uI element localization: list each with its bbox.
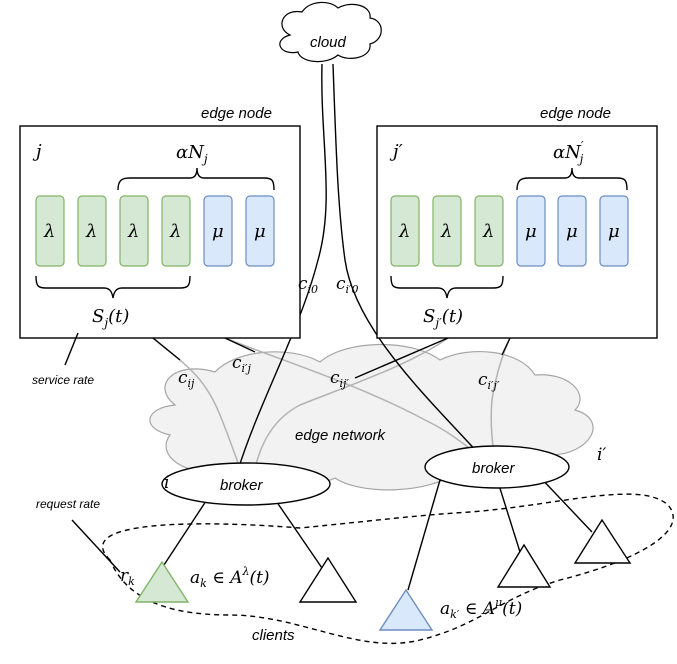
cloud-shape <box>279 1 382 63</box>
clients-region <box>101 493 674 644</box>
link-label-c-ij: cij <box>178 368 195 390</box>
link-right-to-network <box>354 337 449 379</box>
link-label-c-ipjp: ci′j′ <box>478 370 500 392</box>
queue-cell-lambda <box>432 195 462 267</box>
clients-label: clients <box>252 627 295 644</box>
link-broker-ip-client-right <box>537 474 593 533</box>
queue-right: λ λ λ μ μ μ <box>390 195 629 267</box>
client-triangle <box>573 518 632 564</box>
cell-label: μ <box>525 221 537 242</box>
link-broker-i-client-white <box>271 494 323 569</box>
link-label-c-i0: ci0 <box>298 274 318 296</box>
link-broker-i-client-green <box>161 494 211 569</box>
link-left-to-network-2 <box>224 337 256 353</box>
client-green-expression: ak ∈ Aλ(t) <box>190 565 270 590</box>
client-triangle <box>496 543 552 588</box>
broker-right <box>424 445 570 489</box>
broker-left-index: i <box>164 473 169 493</box>
queue-cell-lambda <box>390 195 420 267</box>
queue-cell-mu <box>245 195 275 267</box>
client-green-rate: rk <box>120 566 135 588</box>
edge-node-left-title: edge node <box>201 105 272 122</box>
client-blue-expression: ak′ ∈ Aμ(t) <box>440 596 522 621</box>
cell-label: μ <box>254 221 266 242</box>
queue-cell-lambda <box>474 195 504 267</box>
brace-service-left <box>35 275 191 299</box>
queue-cell-mu <box>516 195 546 267</box>
queue-cell-lambda <box>161 195 191 267</box>
link-label-c-ipj: ci′j <box>232 353 252 375</box>
service-left: Sj(t) <box>92 306 129 330</box>
brace-service-right <box>390 275 504 299</box>
link-ip-jp <box>490 337 511 456</box>
cell-label: λ <box>169 221 181 242</box>
link-i-jp <box>254 337 449 469</box>
queue-cell-lambda <box>119 195 149 267</box>
queue-cell-mu <box>203 195 233 267</box>
request-rate-pointer <box>71 519 121 573</box>
link-broker-ip-client-mid <box>497 481 521 553</box>
client-green-triangle <box>134 560 190 603</box>
brace-capacity-right <box>516 167 628 191</box>
link-cloud-ip <box>332 63 481 456</box>
link-cloud-i <box>237 63 327 471</box>
service-right: Sj′(t) <box>423 306 463 330</box>
cell-label: λ <box>482 221 494 242</box>
link-label-c-ijp: cij′ <box>330 368 349 390</box>
queue-left: λ λ λ λ μ μ <box>35 195 275 267</box>
cell-label: λ <box>85 221 97 242</box>
queue-cell-mu <box>599 195 629 267</box>
link-ip-j <box>224 337 479 456</box>
cell-label: μ <box>608 221 620 242</box>
broker-right-index: i′ <box>597 445 606 465</box>
cell-label: λ <box>398 221 410 242</box>
broker-left <box>161 462 331 506</box>
cell-label: μ <box>212 221 224 242</box>
edge-node-right-title: edge node <box>540 105 611 122</box>
edge-network-label: edge network <box>295 427 387 444</box>
link-right-to-network-2 <box>501 337 511 356</box>
service-rate-label: service rate <box>32 373 94 387</box>
cell-label: μ <box>566 221 578 242</box>
edge-node-left-capacity: αNj <box>176 142 208 166</box>
cell-label: λ <box>43 221 55 242</box>
client-blue-triangle <box>378 588 434 631</box>
edge-node-left-index: j <box>32 141 42 162</box>
edge-node-right-capacity: αN′j <box>553 139 584 166</box>
broker-left-label: broker <box>220 477 264 494</box>
broker-right-label: broker <box>472 460 516 477</box>
cell-label: λ <box>127 221 139 242</box>
request-rate-label: request rate <box>36 497 100 511</box>
cell-label: λ <box>440 221 452 242</box>
brace-capacity-left <box>117 167 275 191</box>
queue-cell-lambda <box>77 195 107 267</box>
queue-cell-lambda <box>35 195 65 267</box>
client-triangle <box>298 556 358 603</box>
link-broker-ip-client-blue <box>407 479 441 591</box>
queue-cell-mu <box>557 195 587 267</box>
link-left-to-network <box>152 337 181 361</box>
link-label-c-ip0: ci′0 <box>336 274 359 296</box>
service-rate-pointer <box>64 332 79 366</box>
edge-node-right-index: j′ <box>389 141 403 162</box>
cloud-label: cloud <box>310 34 347 51</box>
